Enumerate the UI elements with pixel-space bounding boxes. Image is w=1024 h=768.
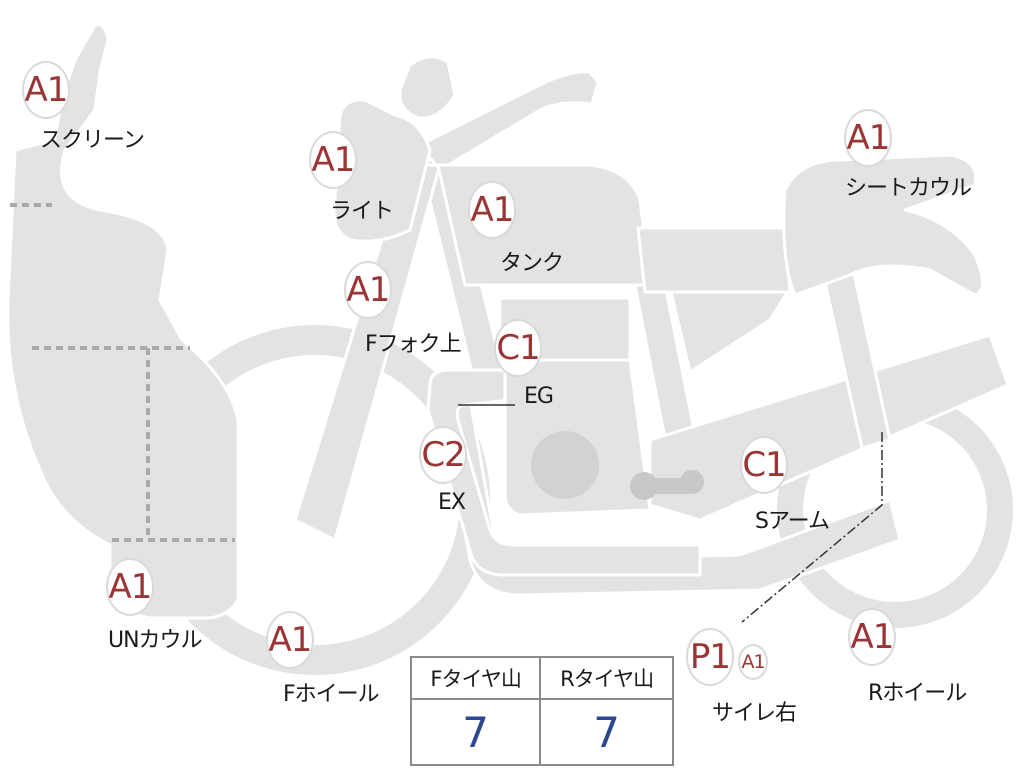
headlight-shape xyxy=(332,98,432,243)
f-fork-upper-code: A1 xyxy=(344,261,392,319)
tire-tread-table: Fタイヤ山 Rタイヤ山 7 7 xyxy=(409,656,674,766)
exhaust-pipe xyxy=(426,368,702,577)
exhaust-code: C2 xyxy=(419,426,467,484)
exhaust-label: EX xyxy=(438,490,466,515)
silencer-right-label: サイレ右 xyxy=(712,701,797,726)
handlebar xyxy=(418,70,600,172)
under-cowl-label: UNカウル xyxy=(108,628,203,653)
front-tire-value: 7 xyxy=(409,698,542,766)
rear-tire-value: 7 xyxy=(539,698,674,766)
screen-code: A1 xyxy=(22,61,70,119)
front-fork xyxy=(293,163,442,542)
r-wheel-code: A1 xyxy=(848,608,896,666)
mirror xyxy=(398,55,457,120)
tank-code: A1 xyxy=(468,181,516,239)
r-wheel-label: Rホイール xyxy=(868,681,967,706)
light-code: A1 xyxy=(309,131,357,189)
f-wheel-code: A1 xyxy=(266,611,314,669)
silencer-right-subcode: A1 xyxy=(738,644,768,680)
under-cowl-code: A1 xyxy=(106,558,154,616)
front-cowl xyxy=(6,23,240,620)
front-tire-header: Fタイヤ山 xyxy=(409,656,542,700)
swing-arm-label: Sアーム xyxy=(755,509,830,534)
seat-cowl-shape xyxy=(782,153,984,297)
seat xyxy=(636,226,792,294)
swing-arm-code: C1 xyxy=(740,436,788,494)
rear-tire-header: Rタイヤ山 xyxy=(539,656,674,700)
f-wheel-label: Fホイール xyxy=(283,682,380,707)
light-label: ライト xyxy=(330,199,394,224)
f-fork-upper-label: Fフォク上 xyxy=(365,332,462,357)
screen-label: スクリーン xyxy=(40,128,145,153)
frame-plate xyxy=(668,286,792,374)
engine-label: EG xyxy=(524,384,554,409)
tank-label: タンク xyxy=(500,251,564,276)
seat-cowl-label: シートカウル xyxy=(845,176,972,201)
engine-code: C1 xyxy=(494,319,542,377)
silencer-right-code: P1 xyxy=(686,628,734,686)
seat-cowl-code: A1 xyxy=(844,109,892,167)
